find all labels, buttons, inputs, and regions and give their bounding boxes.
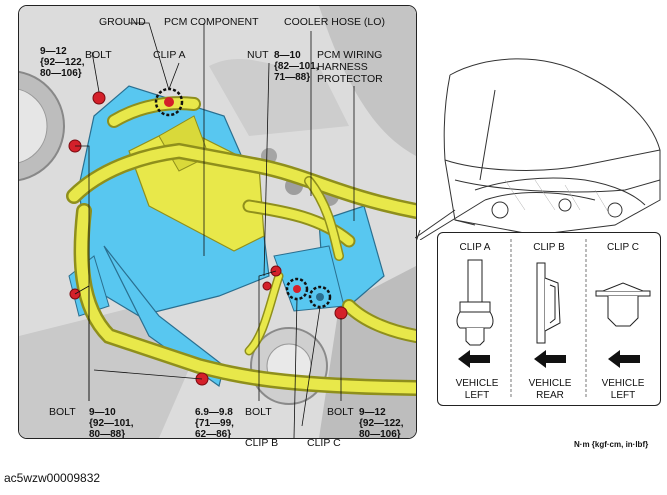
- clip-b-label: CLIP B: [245, 437, 279, 449]
- clip-c-direction-2: LEFT: [610, 390, 636, 401]
- torque-bottom-left-3: 80—88}: [89, 429, 126, 439]
- vehicle-left-arrow-icon: [458, 350, 490, 368]
- pcm-wiring-label-2: HARNESS: [317, 61, 368, 73]
- clip-b-shape: [536, 262, 561, 344]
- vehicle-left-arrow-icon-2: [608, 350, 640, 368]
- torque-top-left-2: {92—122,: [40, 57, 85, 68]
- figure-code: ac5wzw00009832: [4, 471, 101, 485]
- torque-top-left-1: 9—12: [40, 46, 67, 57]
- clip-c-label: CLIP C: [307, 437, 341, 449]
- clip-legend-dividers: [456, 239, 651, 399]
- engine-bay-illustration: [19, 6, 416, 438]
- bolt-bottom-right-label: BOLT: [327, 406, 354, 418]
- pcm-wiring-label-1: PCM WIRING: [317, 49, 383, 61]
- torque-bottom-center-3: 62—86}: [195, 429, 232, 439]
- clip-b-direction-2: REAR: [536, 390, 564, 401]
- clip-b-direction: VEHICLE REAR: [520, 378, 580, 402]
- bolt-top-left-label: BOLT: [85, 49, 112, 61]
- clip-c-legend-title: CLIP C: [606, 242, 640, 253]
- clip-b-legend-title: CLIP B: [533, 242, 565, 253]
- clip-a-direction-2: LEFT: [464, 390, 490, 401]
- torque-nut: 8—10 {82—101, 71—88}: [274, 50, 318, 83]
- cooler-hose-label: COOLER HOSE (LO): [284, 16, 385, 28]
- torque-bottom-left-2: {92—101,: [89, 418, 134, 429]
- clip-legend-box: CLIP A CLIP B CLIP C VEHICLE LEFT VEHICL…: [437, 232, 661, 406]
- torque-bottom-right-3: 80—106}: [359, 429, 401, 439]
- torque-bottom-right-1: 9—12: [359, 407, 386, 418]
- pcm-wiring-label-3: PROTECTOR: [317, 73, 383, 85]
- bolt-bottom-left-label: BOLT: [49, 406, 76, 418]
- torque-bottom-center-2: {71—99,: [195, 418, 234, 429]
- torque-nut-3: 71—88}: [274, 72, 311, 83]
- vehicle-overview-sketch: [415, 58, 661, 240]
- main-illustration-frame: GROUND PCM COMPONENT COOLER HOSE (LO) PC…: [18, 5, 417, 439]
- torque-bottom-left: 9—10 {92—101, 80—88}: [89, 407, 134, 439]
- clip-c-direction-1: VEHICLE: [601, 378, 645, 389]
- torque-top-left: 9—12 {92—122, 80—106}: [40, 46, 84, 79]
- torque-units-note: N·m {kgf·cm, in·lbf}: [574, 440, 649, 449]
- torque-bottom-center: 6.9—9.8 {71—99, 62—86}: [195, 407, 234, 439]
- clip-a-legend-title: CLIP A: [459, 242, 491, 253]
- torque-nut-1: 8—10: [274, 50, 301, 61]
- nut-label: NUT: [247, 49, 269, 61]
- ground-label: GROUND: [99, 16, 146, 28]
- clip-a-direction-1: VEHICLE: [455, 378, 499, 389]
- clip-c-shape: [595, 282, 651, 327]
- clip-c-direction: VEHICLE LEFT: [593, 378, 653, 402]
- bolt-bottom-center-label: BOLT: [245, 406, 272, 418]
- pcm-component-label: PCM COMPONENT: [164, 16, 259, 28]
- clip-a-label: CLIP A: [153, 49, 186, 61]
- torque-bottom-center-1: 6.9—9.8: [195, 407, 233, 418]
- torque-bottom-right-2: {92—122,: [359, 418, 404, 429]
- torque-top-left-3: 80—106}: [40, 68, 82, 79]
- clip-b-direction-1: VEHICLE: [528, 378, 572, 389]
- torque-bottom-left-1: 9—10: [89, 407, 116, 418]
- torque-nut-2: {82—101,: [274, 61, 319, 72]
- clip-a-shape: [456, 259, 494, 346]
- clip-a-direction: VEHICLE LEFT: [447, 378, 507, 402]
- torque-bottom-right: 9—12 {92—122, 80—106}: [359, 407, 404, 439]
- vehicle-rear-arrow-icon: [534, 350, 566, 368]
